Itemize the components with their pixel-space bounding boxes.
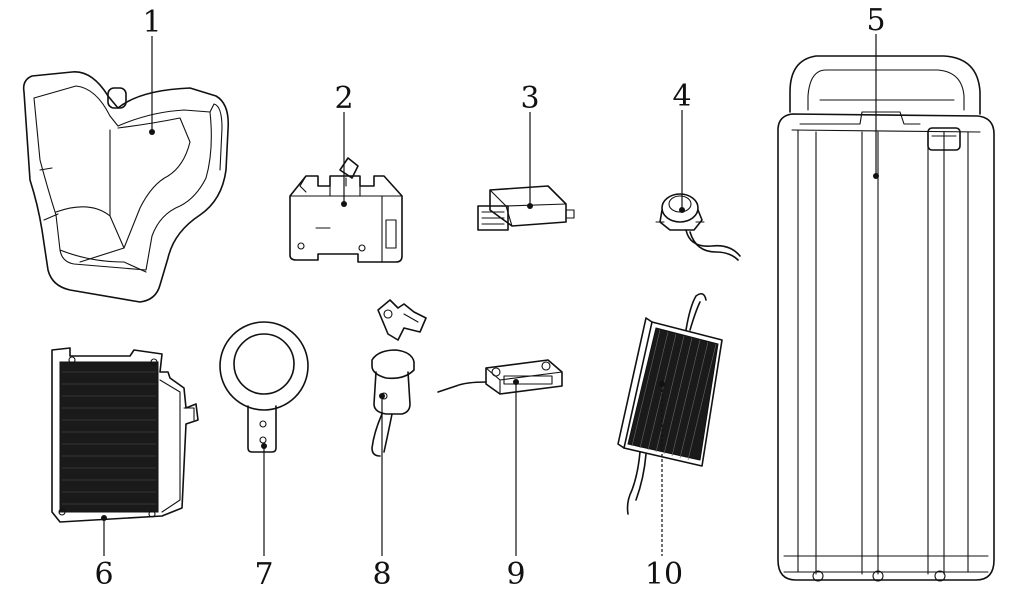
part-5-battery-pack: [777, 55, 995, 582]
callout-6: 6: [94, 557, 113, 590]
part-9-reed-sensor: [437, 359, 563, 395]
leader-10-dot: [659, 381, 665, 387]
callout-9: 9: [506, 557, 525, 590]
leader-6-dot: [101, 515, 107, 521]
callout-5: 5: [866, 3, 885, 38]
callout-7: 7: [254, 557, 273, 590]
callout-numbers: 1 2 3 4 5 6 7 8 9 10: [94, 3, 885, 590]
part-8-key-switch: [371, 299, 427, 457]
leader-5-dot: [873, 173, 879, 179]
leader-7-dot: [261, 443, 267, 449]
leader-8-dot: [379, 393, 385, 399]
part-2-circuit-breaker: [289, 157, 403, 263]
part-3-module-box: [477, 185, 575, 231]
part-10-charger: [617, 292, 723, 515]
part-1-headlight-mask: [22, 71, 230, 303]
leader-lines: [101, 34, 879, 556]
callout-3: 3: [520, 81, 539, 116]
leader-3-dot: [527, 203, 533, 209]
callout-4: 4: [672, 79, 691, 114]
callout-8: 8: [372, 557, 391, 590]
leader-2-dot: [341, 201, 347, 207]
callout-10: 10: [645, 557, 683, 590]
leader-9-dot: [513, 379, 519, 385]
callout-1: 1: [142, 5, 161, 40]
part-6-controller-heatsink: [51, 347, 199, 523]
leader-1-dot: [149, 129, 155, 135]
leader-4-dot: [679, 207, 685, 213]
part-4-sensor: [655, 193, 741, 261]
callout-2: 2: [334, 81, 353, 116]
part-7-horn: [219, 321, 309, 453]
